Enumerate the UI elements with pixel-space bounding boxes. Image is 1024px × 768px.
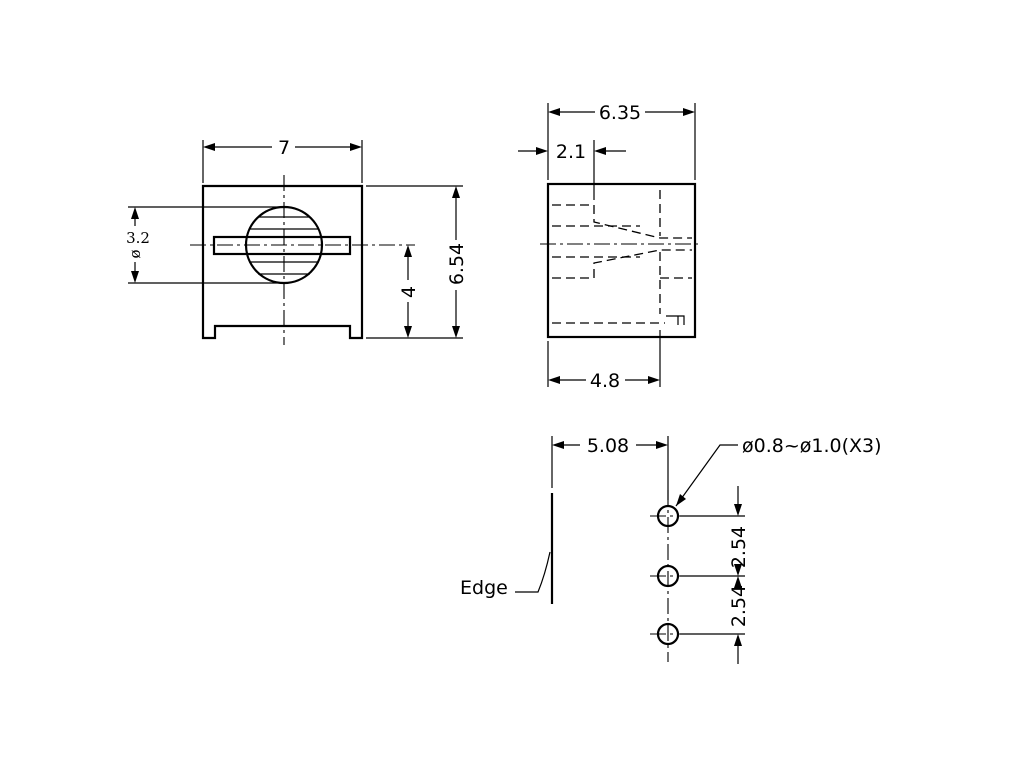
arrowhead [452,326,460,338]
front-height-dimension: 6.54 [446,243,468,285]
arrowhead [452,186,460,198]
side-width-dimension: 6.35 [599,102,641,124]
slot-bar [212,235,352,256]
arrowhead [536,147,548,155]
arrowhead [131,207,139,219]
front-view: 7 6.54 4 ø 3.2 [126,137,468,345]
arrowhead [404,245,412,257]
arrowhead [734,576,742,588]
arrowhead [548,108,560,116]
arrowhead [131,271,139,283]
arrowhead [683,108,695,116]
arrowhead [404,326,412,338]
arrowhead [552,441,564,449]
arrowhead [734,504,742,516]
side-view: 6.35 2.1 4.8 [518,102,700,392]
side-offset-dimension: 2.1 [556,141,586,163]
shaft-diameter-symbol: ø [126,249,144,258]
hole-callout: ø0.8~ø1.0(X3) [742,435,882,457]
arrowhead [648,376,660,384]
front-width-dimension: 7 [278,137,290,159]
hidden-cavity-upper [552,204,692,239]
arrowhead [594,147,606,155]
pitch-upper-dimension: 2.54 [728,526,750,568]
front-body-outline [201,184,364,340]
side-body-outline [546,182,697,339]
arrowhead [203,143,215,151]
pcb-footprint: Edge 5.08 ø0.8~ø1.0(X3) 2.54 2.54 [460,435,882,664]
hole-callout-leader [675,444,738,507]
pitch-lower-dimension: 2.54 [728,585,750,627]
edge-leader [515,551,551,593]
edge-label: Edge [460,577,508,599]
side-depth-dimension: 4.8 [590,370,620,392]
arrowhead [734,564,742,576]
front-center-height-dimension: 4 [398,286,420,298]
shaft-diameter-value: 3.2 [126,229,150,247]
arrowhead [656,441,668,449]
hidden-cavity-lower [552,249,692,279]
arrowhead [676,494,686,506]
edge-distance-dimension: 5.08 [587,435,629,457]
arrowhead [734,634,742,646]
arrowhead [350,143,362,151]
arrowhead [548,376,560,384]
terminal-detail [666,315,685,325]
